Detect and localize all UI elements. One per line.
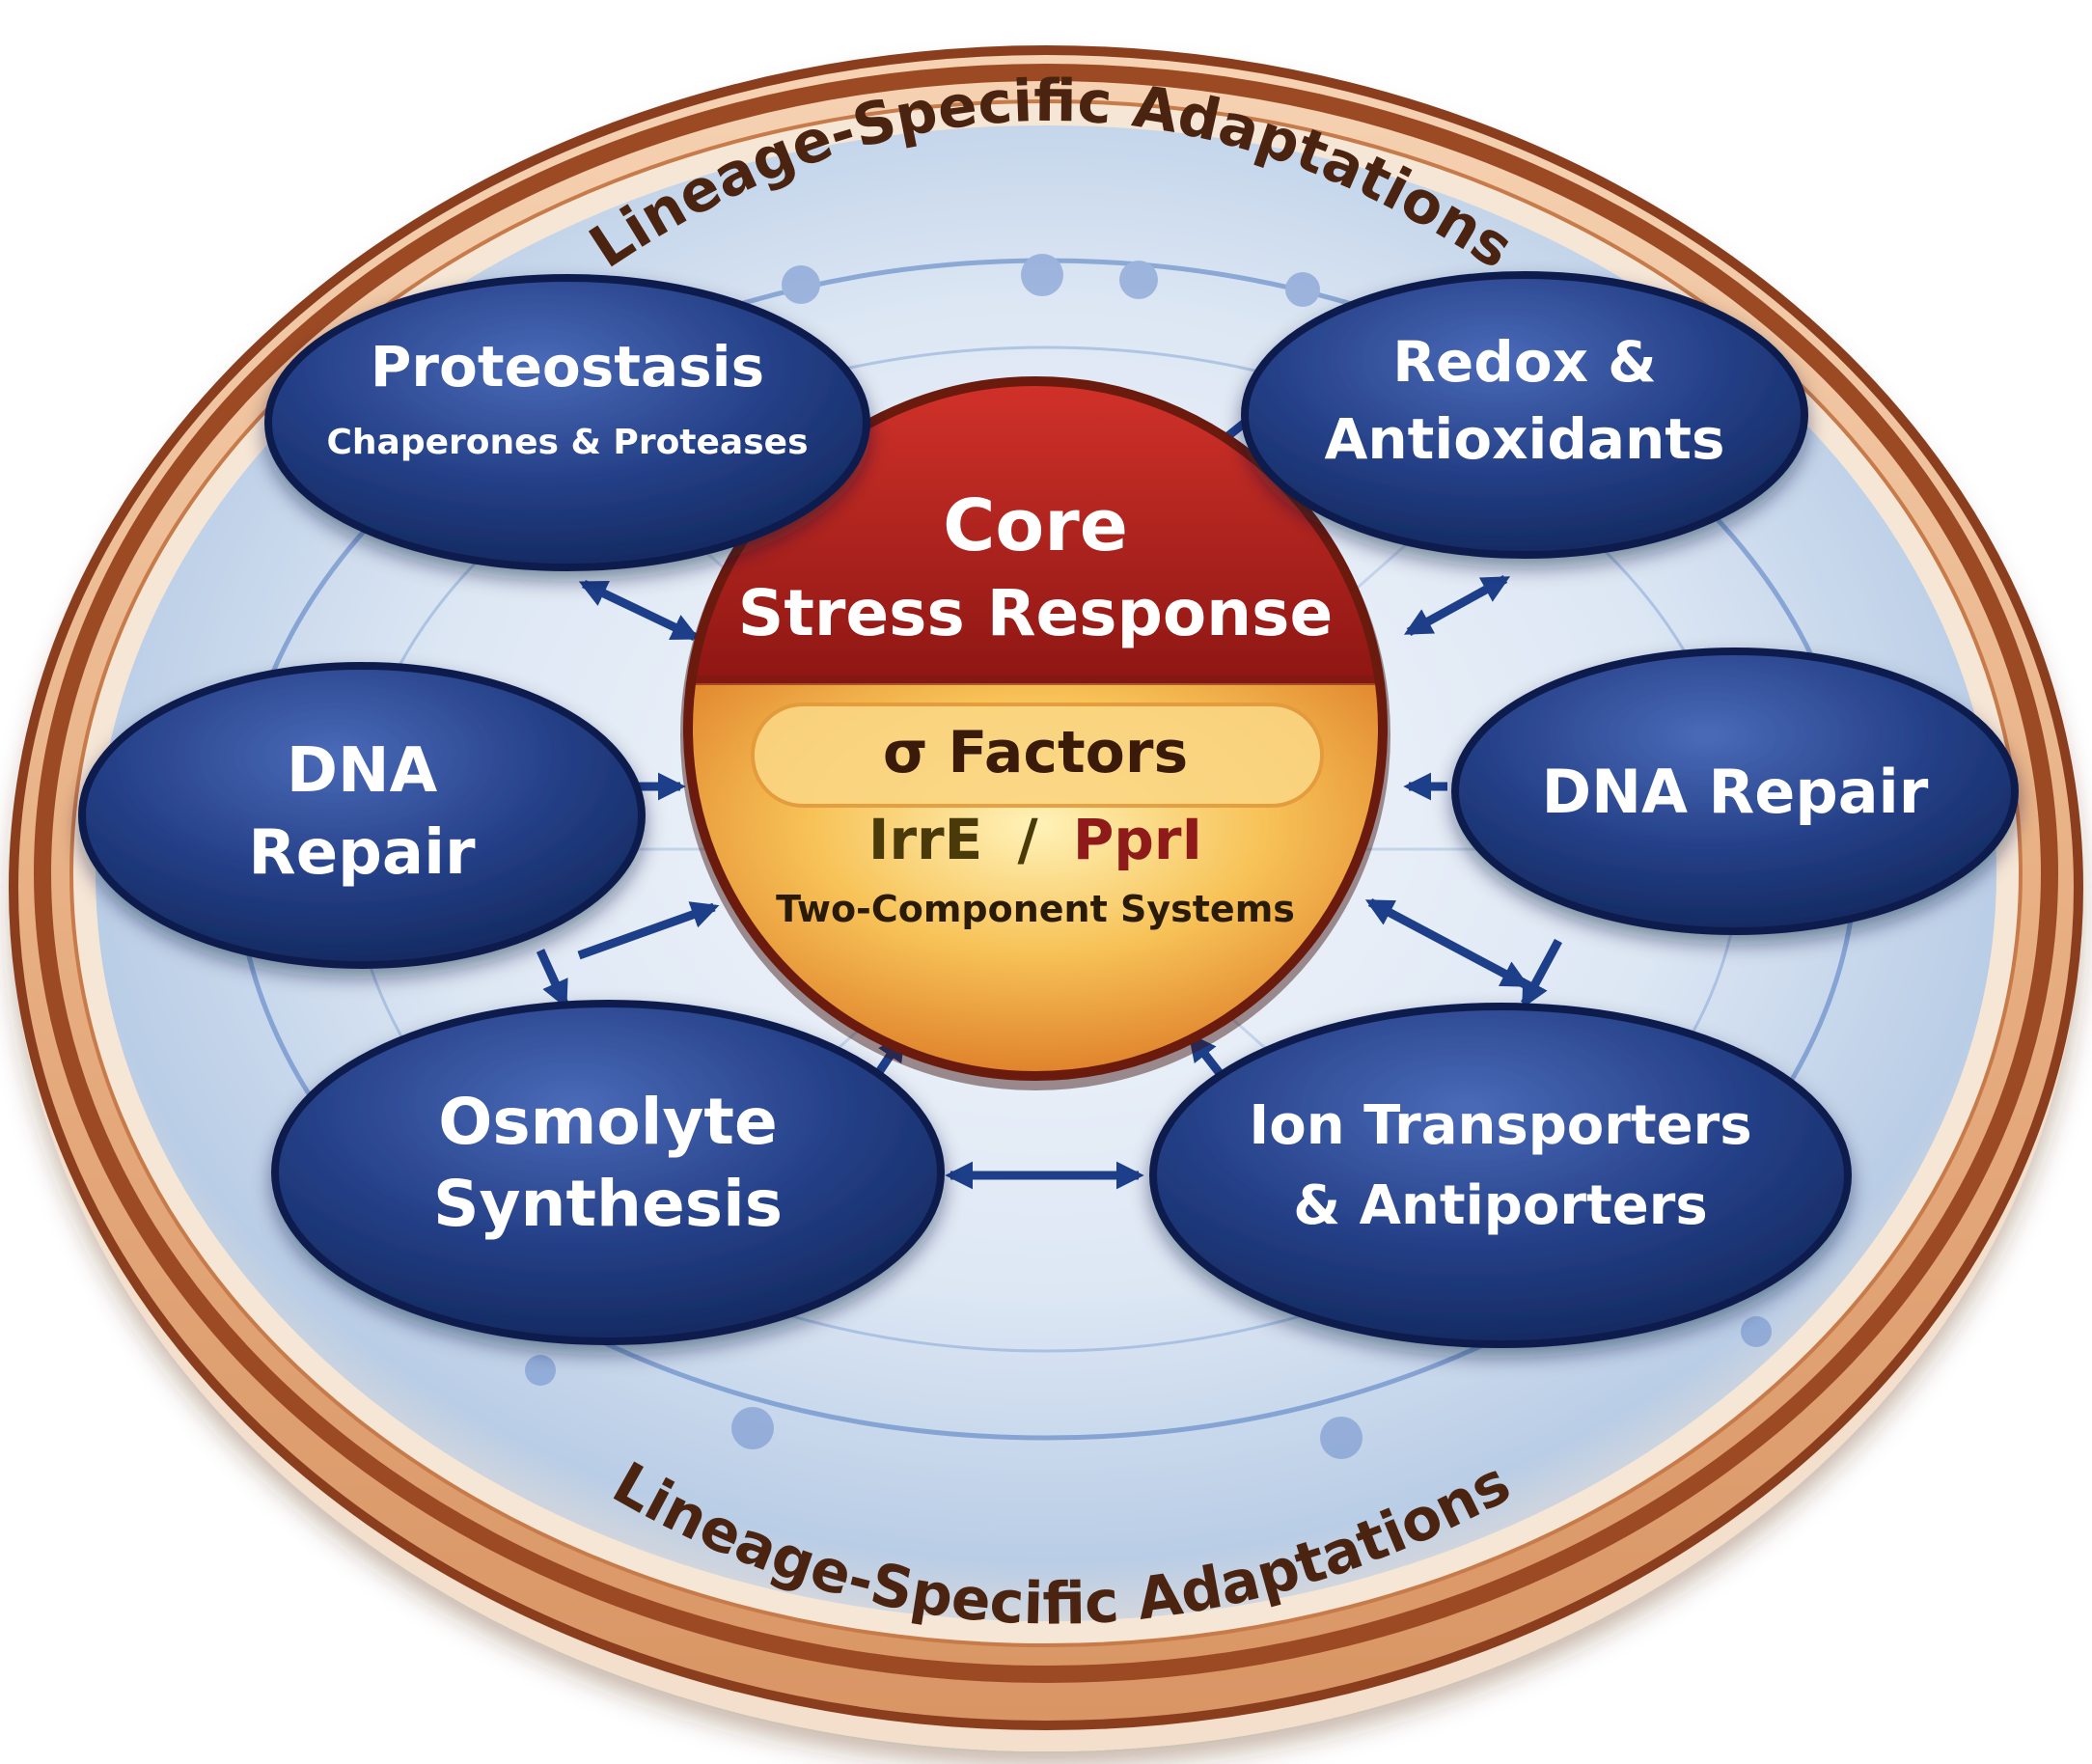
proteostasis-subtitle: Chaperones & Proteases [326, 423, 808, 462]
ion-transporters-line1: Ion Transporters [1249, 1094, 1751, 1157]
proteostasis-title: Proteostasis [371, 334, 764, 400]
irre-label: IrrE [868, 807, 982, 872]
irre-ppri-separator: / [1018, 807, 1039, 872]
irre-ppri-label: IrrE / PprI [868, 807, 1202, 872]
arrow-redox-core-bidirectional [1403, 575, 1511, 636]
ppri-label: PprI [1073, 807, 1202, 872]
core-title-line1: Core [943, 484, 1128, 567]
module-proteostasis[interactable]: Proteostasis Chaperones & Proteases [264, 274, 870, 571]
redox-line2: Antioxidants [1324, 406, 1724, 472]
module-redox-antioxidants[interactable]: Redox & Antioxidants [1241, 271, 1808, 559]
arrow-proteostasis-core-bidirectional [578, 579, 701, 642]
sigma-factors-label: σ Factors [883, 719, 1188, 786]
module-dna-repair-left[interactable]: DNA Repair [78, 662, 646, 969]
osmolyte-line2: Synthesis [433, 1167, 783, 1241]
dna-repair-left-line2: Repair [248, 817, 476, 889]
osmolyte-line1: Osmolyte [438, 1085, 777, 1159]
module-ion-transporters[interactable]: Ion Transporters & Antiporters [1149, 1003, 1852, 1348]
dna-repair-left-line1: DNA [287, 735, 438, 807]
two-component-label: Two-Component Systems [776, 888, 1295, 930]
ion-transporters-line2: & Antiporters [1293, 1174, 1707, 1237]
module-osmolyte-synthesis[interactable]: Osmolyte Synthesis [271, 1000, 945, 1345]
dna-repair-right-label: DNA Repair [1542, 757, 1929, 827]
arrow-dna-right-to-ion [1521, 938, 1562, 1009]
module-dna-repair-right[interactable]: DNA Repair [1451, 648, 2019, 935]
arrow-dna-left-to-osmolyte [536, 949, 569, 1009]
core-title-line2: Stress Response [738, 576, 1333, 650]
arrow-ion-core-bidirectional [1364, 898, 1530, 988]
redox-line1: Redox & [1392, 329, 1657, 395]
arrow-osmolyte-to-core [577, 901, 720, 960]
